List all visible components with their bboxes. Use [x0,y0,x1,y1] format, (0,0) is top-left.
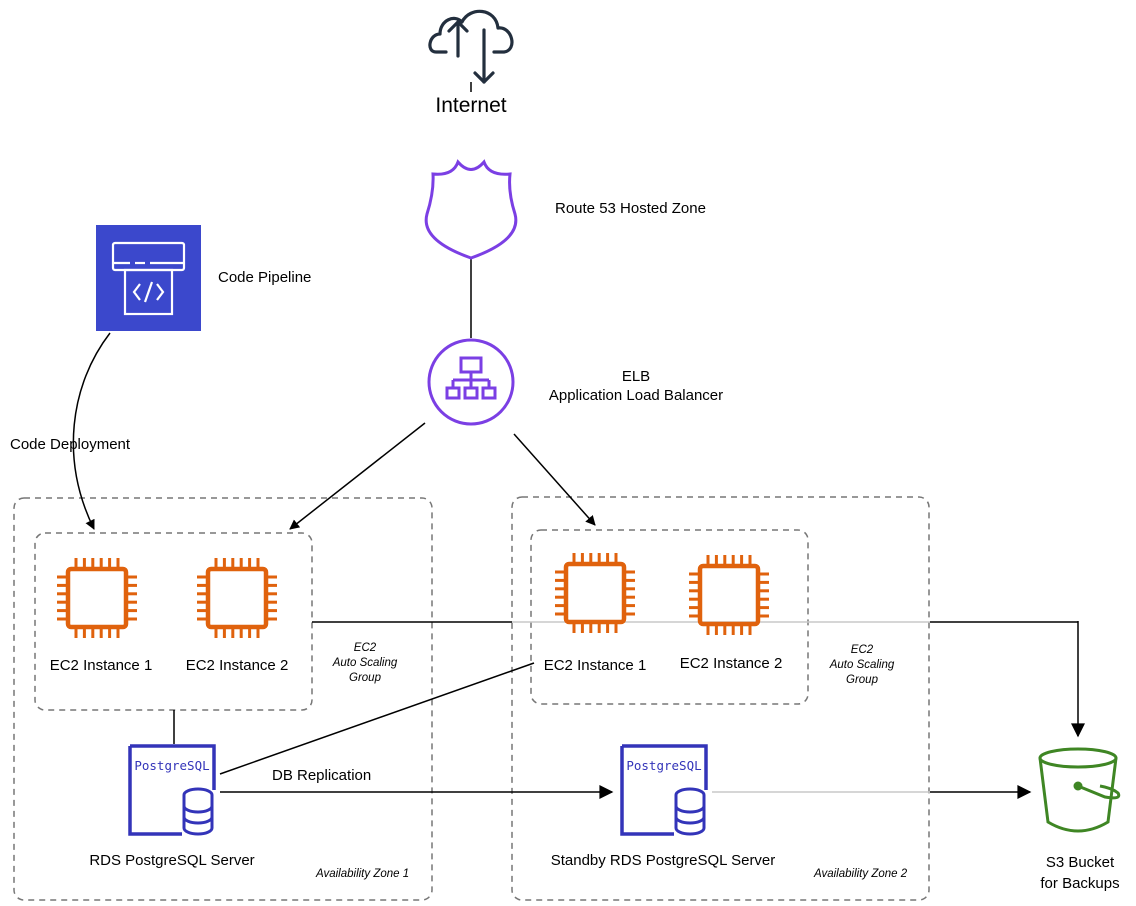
code-deployment-arrow [72,332,111,530]
route53-shield-icon [424,159,518,260]
s3-label: S3 Bucket [1045,854,1115,871]
elb-subtitle: Application Load Balancer [548,387,724,404]
load-balancer-icon [427,338,515,426]
rds-to-zone2-instance-line [219,662,535,775]
cloud-icon [428,9,514,84]
route53-label: Route 53 Hosted Zone [555,200,706,217]
asg-line: EC2 [850,644,874,656]
internet-label: Internet [435,94,507,117]
zone2-instance-2-label: EC2 Instance 2 [679,655,783,672]
asg-line: Auto Scaling [829,659,895,671]
db-replication-label: DB Replication [272,767,372,784]
postgresql-badge: PostgreSQL [626,758,701,773]
asg-line: Group [349,672,381,684]
zone2-asg-label: EC2 Auto Scaling Group [830,643,895,688]
zone1-instance-1-label: EC2 Instance 1 [49,657,153,674]
code-pipeline-label: Code Pipeline [218,269,312,286]
s3-subtitle: for Backups [1040,875,1120,892]
availability-zone-2 [511,496,930,901]
asg-line: Group [846,674,878,686]
ec2-chip-icon [555,553,635,633]
elb-to-asg1-arrow [289,422,426,530]
code-deployment-label: Code Deployment [10,436,131,453]
availability-zone-1 [13,497,433,901]
zone1-instance-2-label: EC2 Instance 2 [185,657,289,674]
asg-line: Auto Scaling [332,657,398,669]
postgresql-badge: PostgreSQL [134,758,209,773]
standby-rds-label: Standby RDS PostgreSQL Server [550,852,776,869]
elb-to-asg2-arrow [513,433,596,526]
rds-label: RDS PostgreSQL Server [89,852,255,869]
s3-bucket-icon [1038,747,1121,833]
zone2-instance-1-label: EC2 Instance 1 [543,657,647,674]
ec2-chip-icon [197,558,277,638]
ec2-chip-icon [57,558,137,638]
zone2-label: Availability Zone 2 [814,868,908,880]
code-pipeline-icon [96,225,201,331]
zone1-asg-label: EC2 Auto Scaling Group [333,641,398,686]
zone1-label: Availability Zone 1 [316,868,410,880]
asg-line: EC2 [353,642,377,654]
ec2-chip-icon [689,555,769,635]
elb-label: ELB [621,368,651,385]
